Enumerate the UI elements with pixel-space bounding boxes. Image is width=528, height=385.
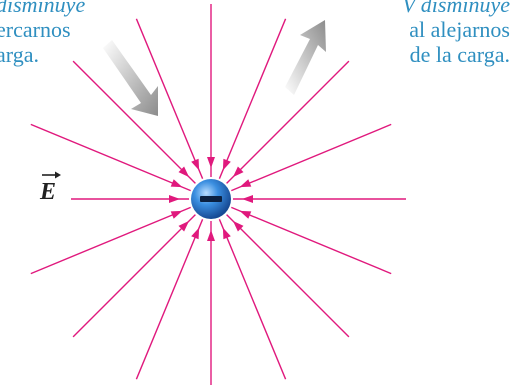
field-line: [30, 206, 191, 275]
gradient-arrow-icon: [285, 20, 326, 95]
field-arrowhead-icon: [232, 220, 244, 232]
field-arrowheads: [169, 157, 253, 241]
field-arrowhead-icon: [191, 227, 200, 240]
caption-right: V disminuye al alejarnos de la carga.: [402, 0, 510, 67]
caption-left: disminuye ercarnos arga.: [0, 0, 85, 67]
field-arrowhead-icon: [170, 210, 183, 219]
field-arrowhead-icon: [191, 158, 200, 171]
shade-arrow-away-from-charge: [285, 20, 326, 95]
caption-left-line-2: ercarnos: [0, 17, 71, 42]
field-line: [226, 214, 350, 338]
caption-left-line-1: disminuye: [0, 0, 86, 17]
gradient-arrow-icon: [103, 40, 158, 116]
caption-left-line-3: arga.: [0, 42, 39, 67]
shade-arrow-toward-charge: [103, 40, 158, 116]
field-arrowhead-icon: [169, 195, 180, 203]
field-arrowhead-icon: [232, 166, 244, 178]
field-line: [135, 219, 204, 380]
field-arrowhead-icon: [239, 210, 252, 219]
field-line: [231, 123, 392, 192]
field-lines: [30, 4, 406, 385]
negative-charge: [191, 179, 231, 219]
field-arrowhead-icon: [242, 195, 253, 203]
vector-arrow-icon: [42, 171, 61, 179]
field-line: [218, 219, 287, 380]
caption-right-line-1: V disminuye: [402, 0, 510, 17]
caption-right-line-3: de la carga.: [409, 42, 510, 67]
field-line: [231, 206, 392, 275]
negative-charge-icon: [200, 196, 222, 202]
field-arrowhead-icon: [170, 179, 183, 188]
field-label: E: [40, 179, 57, 205]
field-arrowhead-icon: [239, 179, 252, 188]
caption-right-line-2: al alejarnos: [409, 17, 510, 42]
field-line: [135, 18, 204, 179]
field-line: [226, 60, 350, 184]
field-line: [30, 123, 191, 192]
field-arrowhead-icon: [207, 230, 215, 241]
field-arrowhead-icon: [207, 157, 215, 168]
field-arrowhead-icon: [222, 227, 231, 240]
field-arrowhead-icon: [178, 166, 190, 178]
field-arrowhead-icon: [178, 220, 190, 232]
field-line: [72, 214, 196, 338]
field-line: [72, 60, 196, 184]
field-line: [218, 18, 287, 179]
field-arrowhead-icon: [222, 158, 231, 171]
